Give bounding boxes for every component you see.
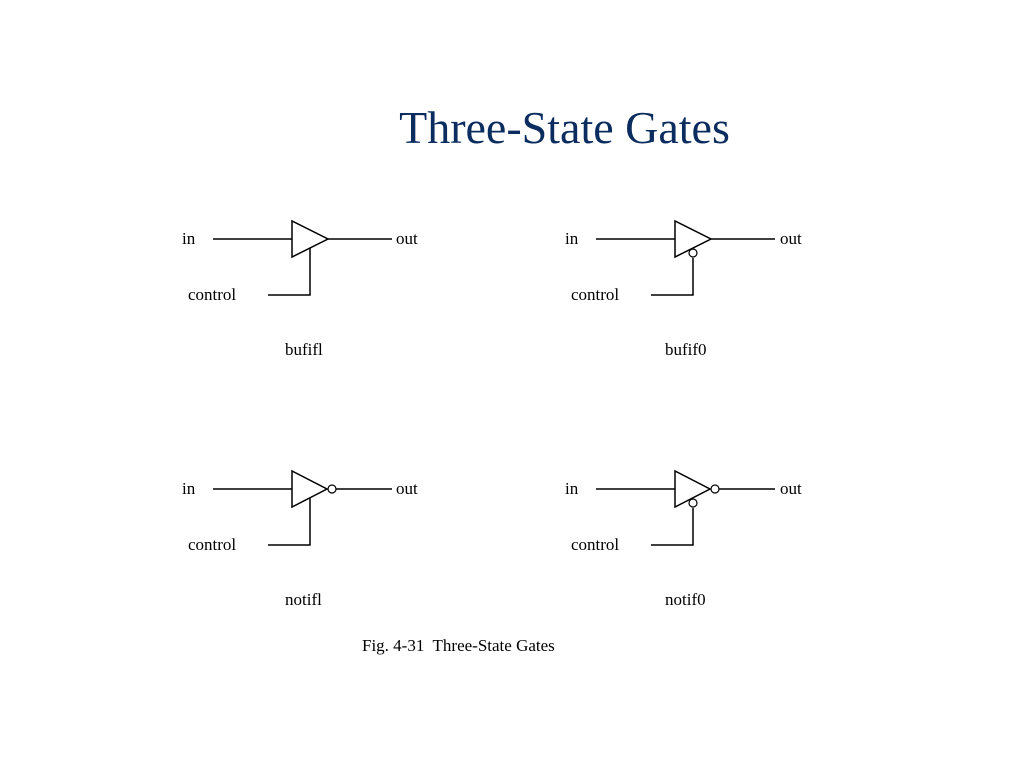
slide-title: Three-State Gates [399,102,730,153]
gate-name: notif0 [665,590,706,609]
gate-output-label: out [780,229,802,248]
gate-control-label: control [571,535,619,554]
control-wire [268,498,311,546]
gate-input-label: in [182,229,196,248]
control-inversion-bubble [688,498,698,508]
output-inversion-bubble [327,484,337,494]
gate-bufif0: in out control bufif0 [565,219,802,359]
gate-notifl: in out control notifl [182,469,418,609]
control-wire [651,258,694,296]
gate-output-label: out [396,229,418,248]
gate-bufifl: in out control bufifl [182,219,418,359]
control-inversion-bubble [688,248,698,258]
gate-notif0: in out control notif0 [565,469,802,609]
gate-output-label: out [396,479,418,498]
gate-control-label: control [571,285,619,304]
figure-caption: Fig. 4-31 Three-State Gates [362,636,555,655]
gate-name: bufifl [285,340,323,359]
gate-output-label: out [780,479,802,498]
gate-input-label: in [182,479,196,498]
gate-control-label: control [188,285,236,304]
output-inversion-bubble [710,484,720,494]
buffer-triangle [674,219,713,259]
gate-name: bufif0 [665,340,707,359]
gate-input-label: in [565,479,579,498]
gate-control-label: control [188,535,236,554]
control-wire [268,248,311,296]
inverter-triangle [674,469,712,509]
control-wire [651,508,694,546]
gate-name: notifl [285,590,322,609]
gate-input-label: in [565,229,579,248]
